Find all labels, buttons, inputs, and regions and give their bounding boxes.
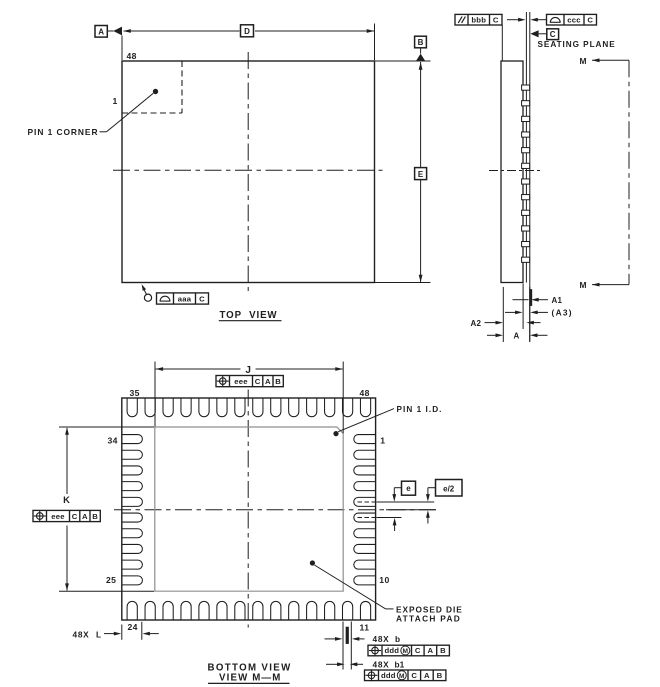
svg-text:A: A <box>428 646 434 655</box>
svg-text:B: B <box>418 38 424 47</box>
svg-text:b: b <box>395 634 400 644</box>
svg-text:ATTACH PAD: ATTACH PAD <box>396 613 461 623</box>
svg-text:34: 34 <box>108 436 118 446</box>
svg-text:ccc: ccc <box>567 15 581 24</box>
svg-text:TOP VIEW: TOP VIEW <box>220 310 278 321</box>
svg-text:A: A <box>424 671 430 680</box>
svg-text:C: C <box>493 15 499 24</box>
svg-text:e: e <box>406 484 411 493</box>
svg-text:10: 10 <box>379 575 389 585</box>
svg-text:ddd: ddd <box>381 671 396 680</box>
svg-text:M: M <box>580 280 587 290</box>
svg-text:48: 48 <box>360 388 370 398</box>
svg-text:1: 1 <box>380 436 385 446</box>
svg-text:BOTTOM VIEW: BOTTOM VIEW <box>208 662 292 673</box>
svg-text:SEATING PLANE: SEATING PLANE <box>538 40 616 49</box>
svg-text:bbb: bbb <box>471 15 486 24</box>
svg-text:48X: 48X <box>73 629 90 639</box>
svg-text:A2: A2 <box>471 319 482 328</box>
svg-text:B: B <box>440 646 446 655</box>
svg-text:E: E <box>418 170 424 179</box>
svg-text:aaa: aaa <box>178 295 192 304</box>
svg-text:ddd: ddd <box>385 646 400 655</box>
svg-text:M: M <box>580 56 587 66</box>
svg-text:(A3): (A3) <box>552 308 573 318</box>
svg-text:B: B <box>437 671 443 680</box>
svg-text:C: C <box>72 512 78 521</box>
svg-text:C: C <box>411 671 417 680</box>
svg-text:L: L <box>96 629 101 639</box>
svg-text:11: 11 <box>360 622 370 632</box>
svg-text:C: C <box>255 377 261 386</box>
svg-text:J: J <box>245 365 251 376</box>
svg-text:EXPOSED DIE: EXPOSED DIE <box>396 604 463 614</box>
svg-text:A: A <box>265 377 271 386</box>
svg-text:D: D <box>244 27 250 36</box>
svg-text:48: 48 <box>127 51 137 61</box>
svg-text:C: C <box>550 30 556 39</box>
svg-text:eee: eee <box>51 512 65 521</box>
svg-text:M: M <box>403 648 409 655</box>
svg-text:A1: A1 <box>552 296 563 305</box>
svg-text:A: A <box>98 28 104 37</box>
svg-text:PIN 1 CORNER: PIN 1 CORNER <box>28 127 99 137</box>
svg-text:C: C <box>415 646 421 655</box>
svg-text:e/2: e/2 <box>443 484 455 493</box>
svg-text:VIEW M—M: VIEW M—M <box>219 673 281 684</box>
svg-text:PIN 1 I.D.: PIN 1 I.D. <box>397 405 443 414</box>
svg-text:48X: 48X <box>373 659 390 669</box>
svg-text:b1: b1 <box>395 659 405 669</box>
svg-text:A: A <box>514 332 520 341</box>
svg-text:25: 25 <box>106 575 116 585</box>
svg-text:C: C <box>199 295 205 304</box>
svg-text:eee: eee <box>234 377 248 386</box>
svg-text:48X: 48X <box>373 634 390 644</box>
svg-text:B: B <box>275 377 281 386</box>
svg-text:1: 1 <box>113 96 118 106</box>
svg-text:35: 35 <box>130 388 140 398</box>
svg-text:K: K <box>63 494 70 505</box>
svg-text:B: B <box>92 512 98 521</box>
svg-text:24: 24 <box>128 622 138 632</box>
svg-text:A: A <box>82 512 88 521</box>
svg-text:M: M <box>399 673 405 680</box>
svg-text:C: C <box>587 15 593 24</box>
